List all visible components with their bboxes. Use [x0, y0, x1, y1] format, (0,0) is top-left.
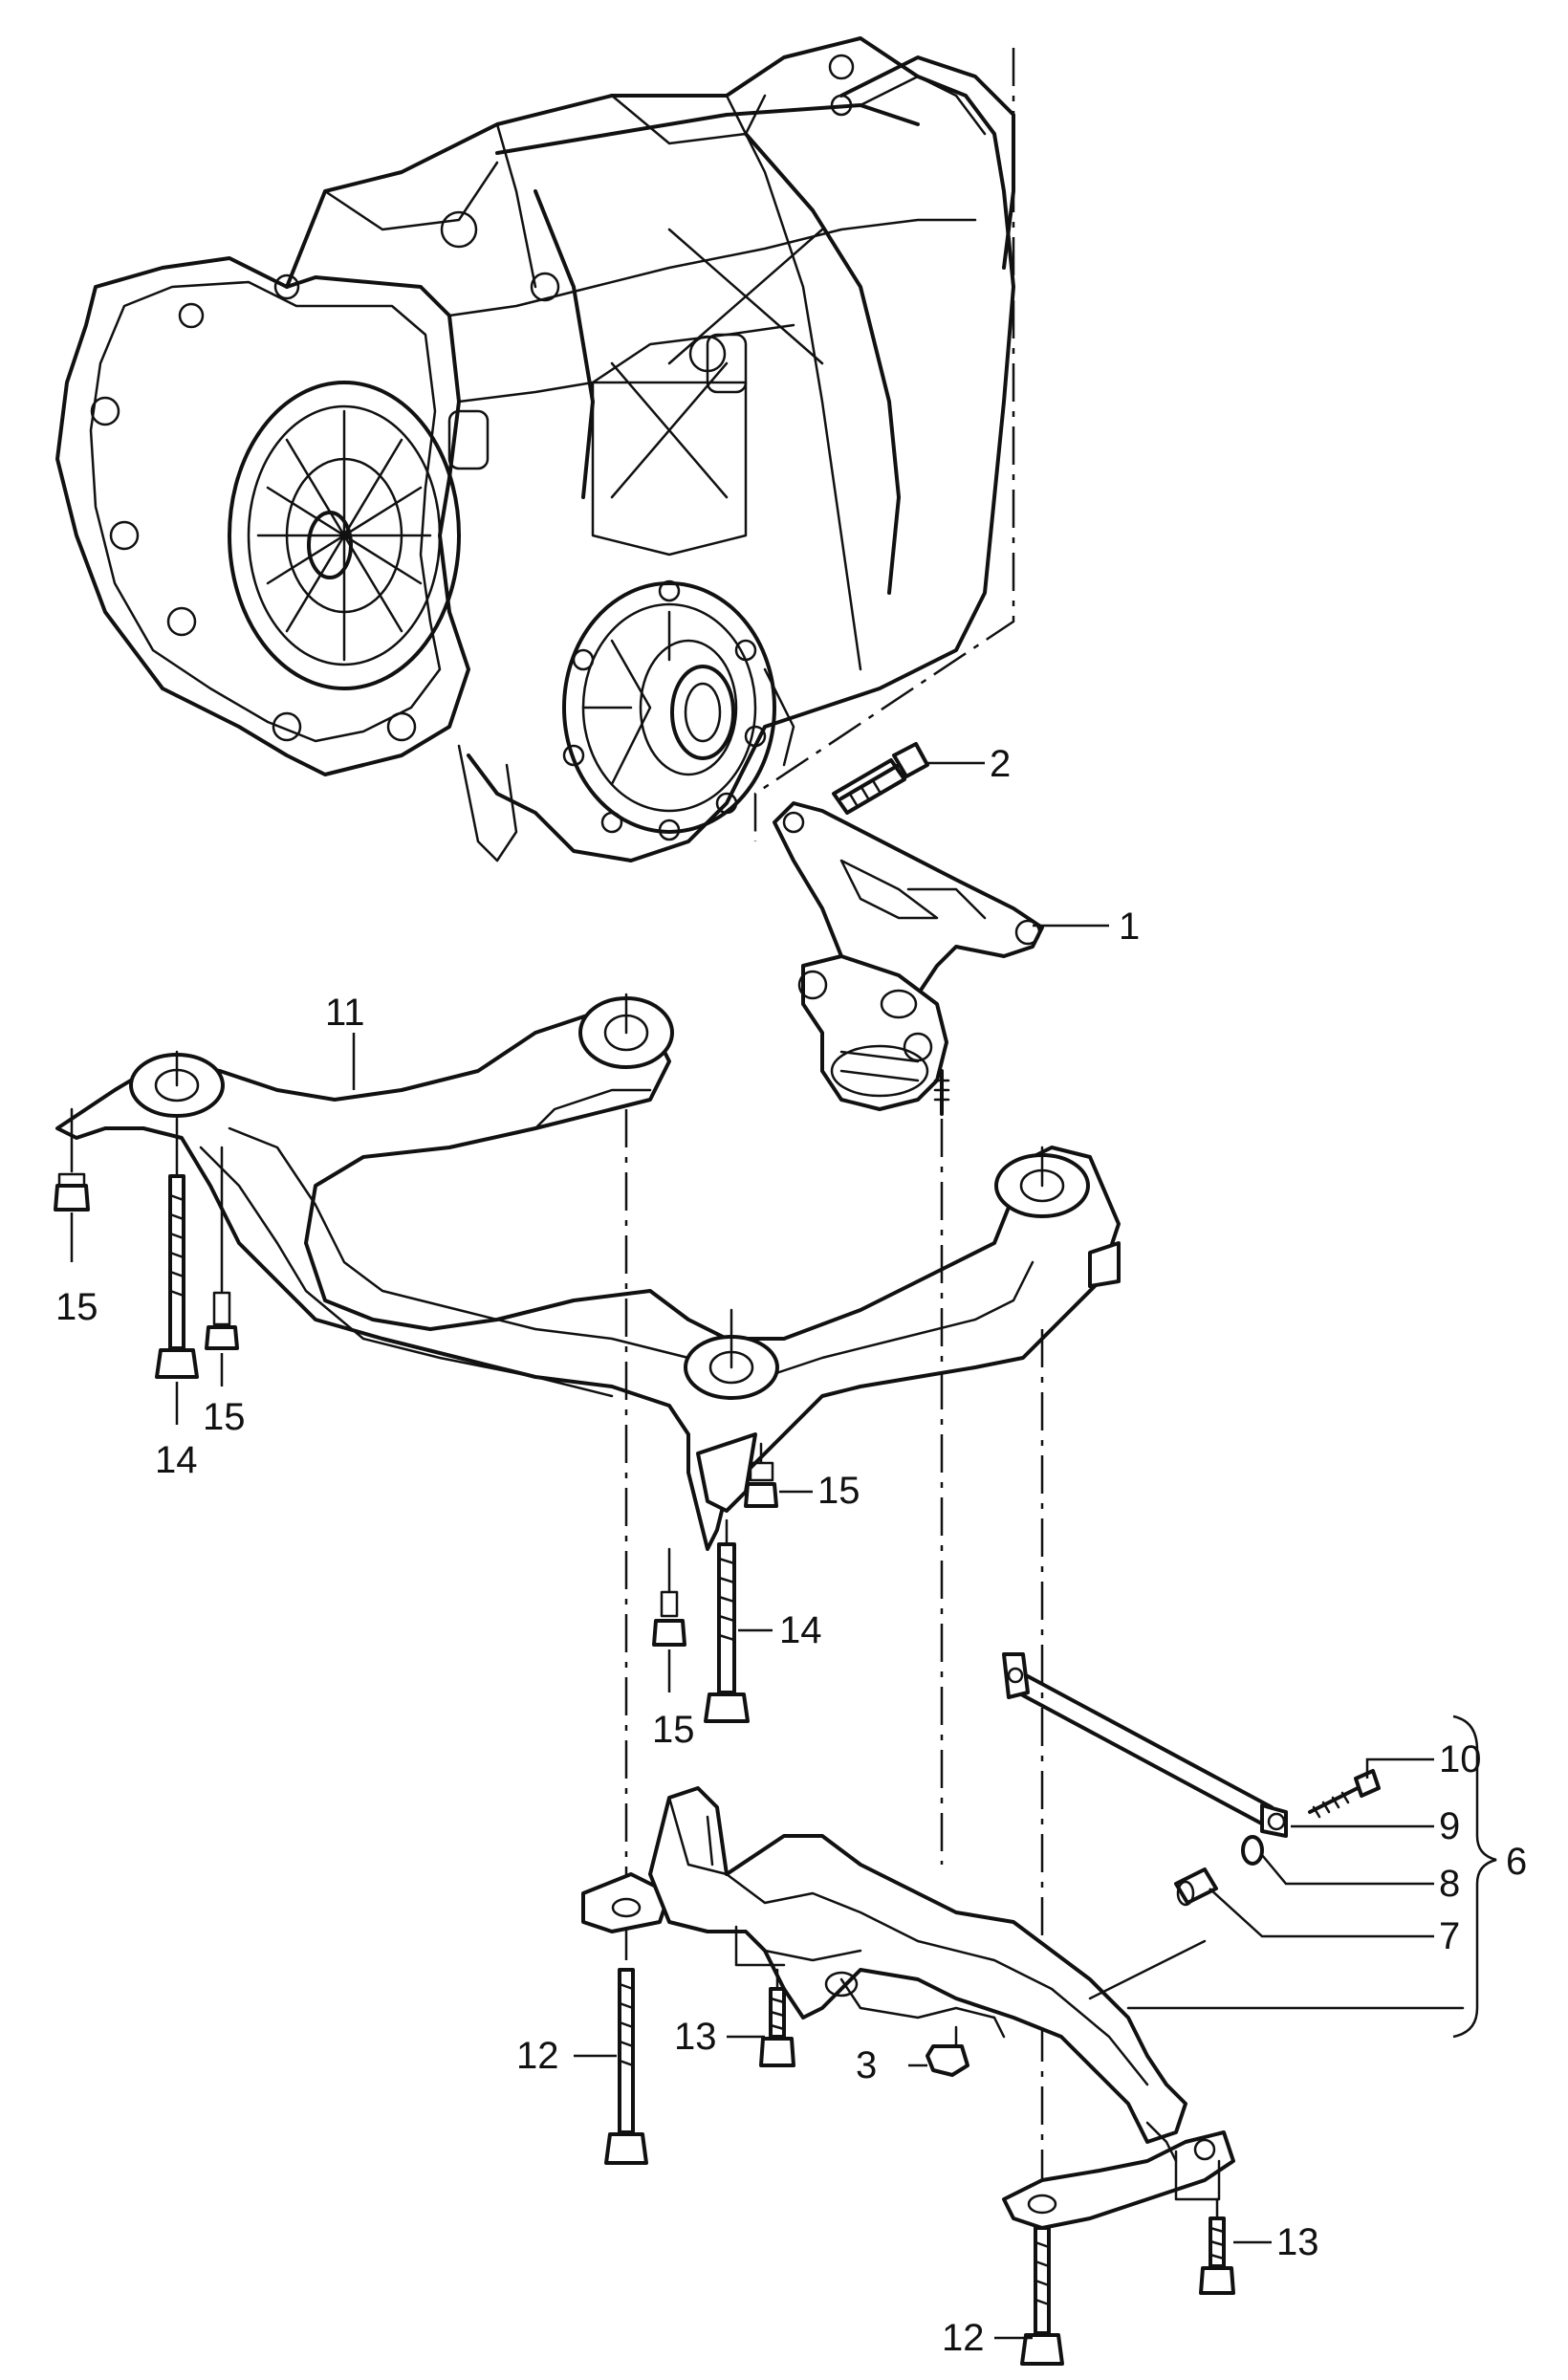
callout-3: 3 [856, 2044, 877, 2086]
callout-14-b: 14 [779, 1609, 822, 1651]
part-12-13-3-fasteners: 12 13 3 13 12 [516, 1968, 1319, 2366]
callout-13-b: 13 [1276, 2221, 1319, 2263]
callout-12-b: 12 [942, 2317, 985, 2359]
callout-15-d: 15 [652, 1709, 695, 1751]
callout-6: 6 [1506, 1841, 1527, 1883]
callout-14-a: 14 [155, 1439, 198, 1481]
callout-7: 7 [1439, 1915, 1460, 1957]
part-14-15-left-bolts: 15 14 15 [54, 1107, 246, 1481]
callout-11: 11 [325, 992, 365, 1034]
lower-subframe [581, 1786, 1465, 2230]
callout-2: 2 [990, 743, 1011, 785]
callout-10: 10 [1439, 1738, 1482, 1780]
part-6-strut-assembly: 10 9 8 7 6 [1002, 1652, 1527, 2039]
part-14-15-center-bolts: 15 14 15 [652, 1442, 860, 1751]
part-1-transmission-mount: 1 [773, 801, 1140, 1116]
part-11-crossmember: 11 [55, 992, 1121, 2218]
callout-1: 1 [1119, 906, 1140, 948]
callout-13-a: 13 [674, 2016, 717, 2058]
callout-15-c: 15 [817, 1470, 860, 1512]
transmission-housing [55, 36, 1015, 862]
callout-15-b: 15 [203, 1396, 246, 1438]
part-2-bolt: 2 [832, 742, 1011, 815]
callout-12-a: 12 [516, 2035, 559, 2077]
callout-8: 8 [1439, 1863, 1460, 1905]
callout-15-a: 15 [55, 1286, 98, 1328]
callout-9: 9 [1439, 1805, 1460, 1847]
